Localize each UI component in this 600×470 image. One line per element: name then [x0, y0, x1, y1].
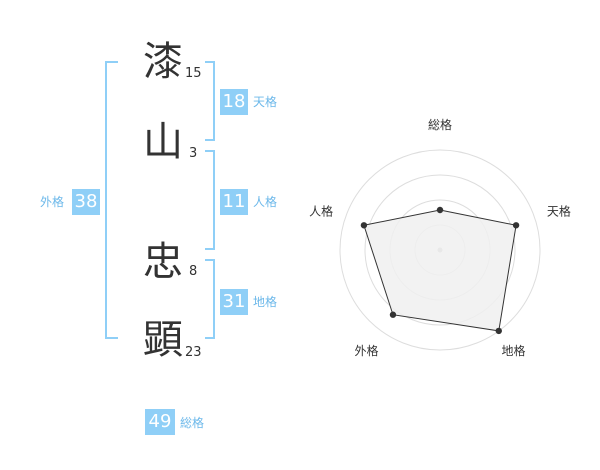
soukaku-badge: 49 — [145, 409, 175, 435]
radar-axis-label: 人格 — [309, 203, 333, 218]
kanji-2: 山 — [143, 119, 183, 165]
stroke-count-1: 15 — [185, 66, 202, 81]
radar-axis-label: 地格 — [501, 343, 525, 358]
kanji-3: 忠 — [143, 239, 183, 285]
stroke-count-2: 3 — [189, 146, 198, 161]
radar-axis-label: 総格 — [428, 117, 452, 132]
gaikaku-label: 外格 — [40, 195, 65, 209]
stroke-count-4: 23 — [185, 345, 202, 360]
radar-axis-label: 外格 — [355, 343, 379, 358]
radar-point — [436, 206, 444, 214]
radar-ring — [339, 149, 541, 351]
stroke-count-3: 8 — [189, 264, 198, 279]
kanji-4: 顕 — [143, 317, 183, 363]
chikaku-bracket — [205, 259, 215, 339]
radar-point — [360, 222, 368, 229]
chikaku-badge: 31 — [220, 289, 248, 315]
radar-ring — [364, 174, 516, 326]
radar-area — [363, 209, 517, 332]
chikaku-label: 地格 — [253, 295, 278, 309]
gaikaku-badge: 38 — [72, 189, 100, 215]
jinkaku-label: 人格 — [253, 195, 278, 209]
tenkaku-badge: 18 — [220, 89, 248, 115]
gaikaku-bracket — [105, 61, 118, 339]
radar-point — [495, 327, 502, 335]
radar-axis-label: 天格 — [547, 203, 571, 218]
radar-point — [512, 222, 520, 229]
radar-point — [389, 311, 397, 318]
soukaku-label: 総格 — [180, 416, 205, 430]
jinkaku-badge: 11 — [220, 189, 248, 215]
jinkaku-bracket — [205, 150, 215, 250]
kanji-1: 漆 — [143, 39, 183, 85]
tenkaku-label: 天格 — [253, 95, 278, 109]
tenkaku-bracket — [205, 61, 215, 141]
